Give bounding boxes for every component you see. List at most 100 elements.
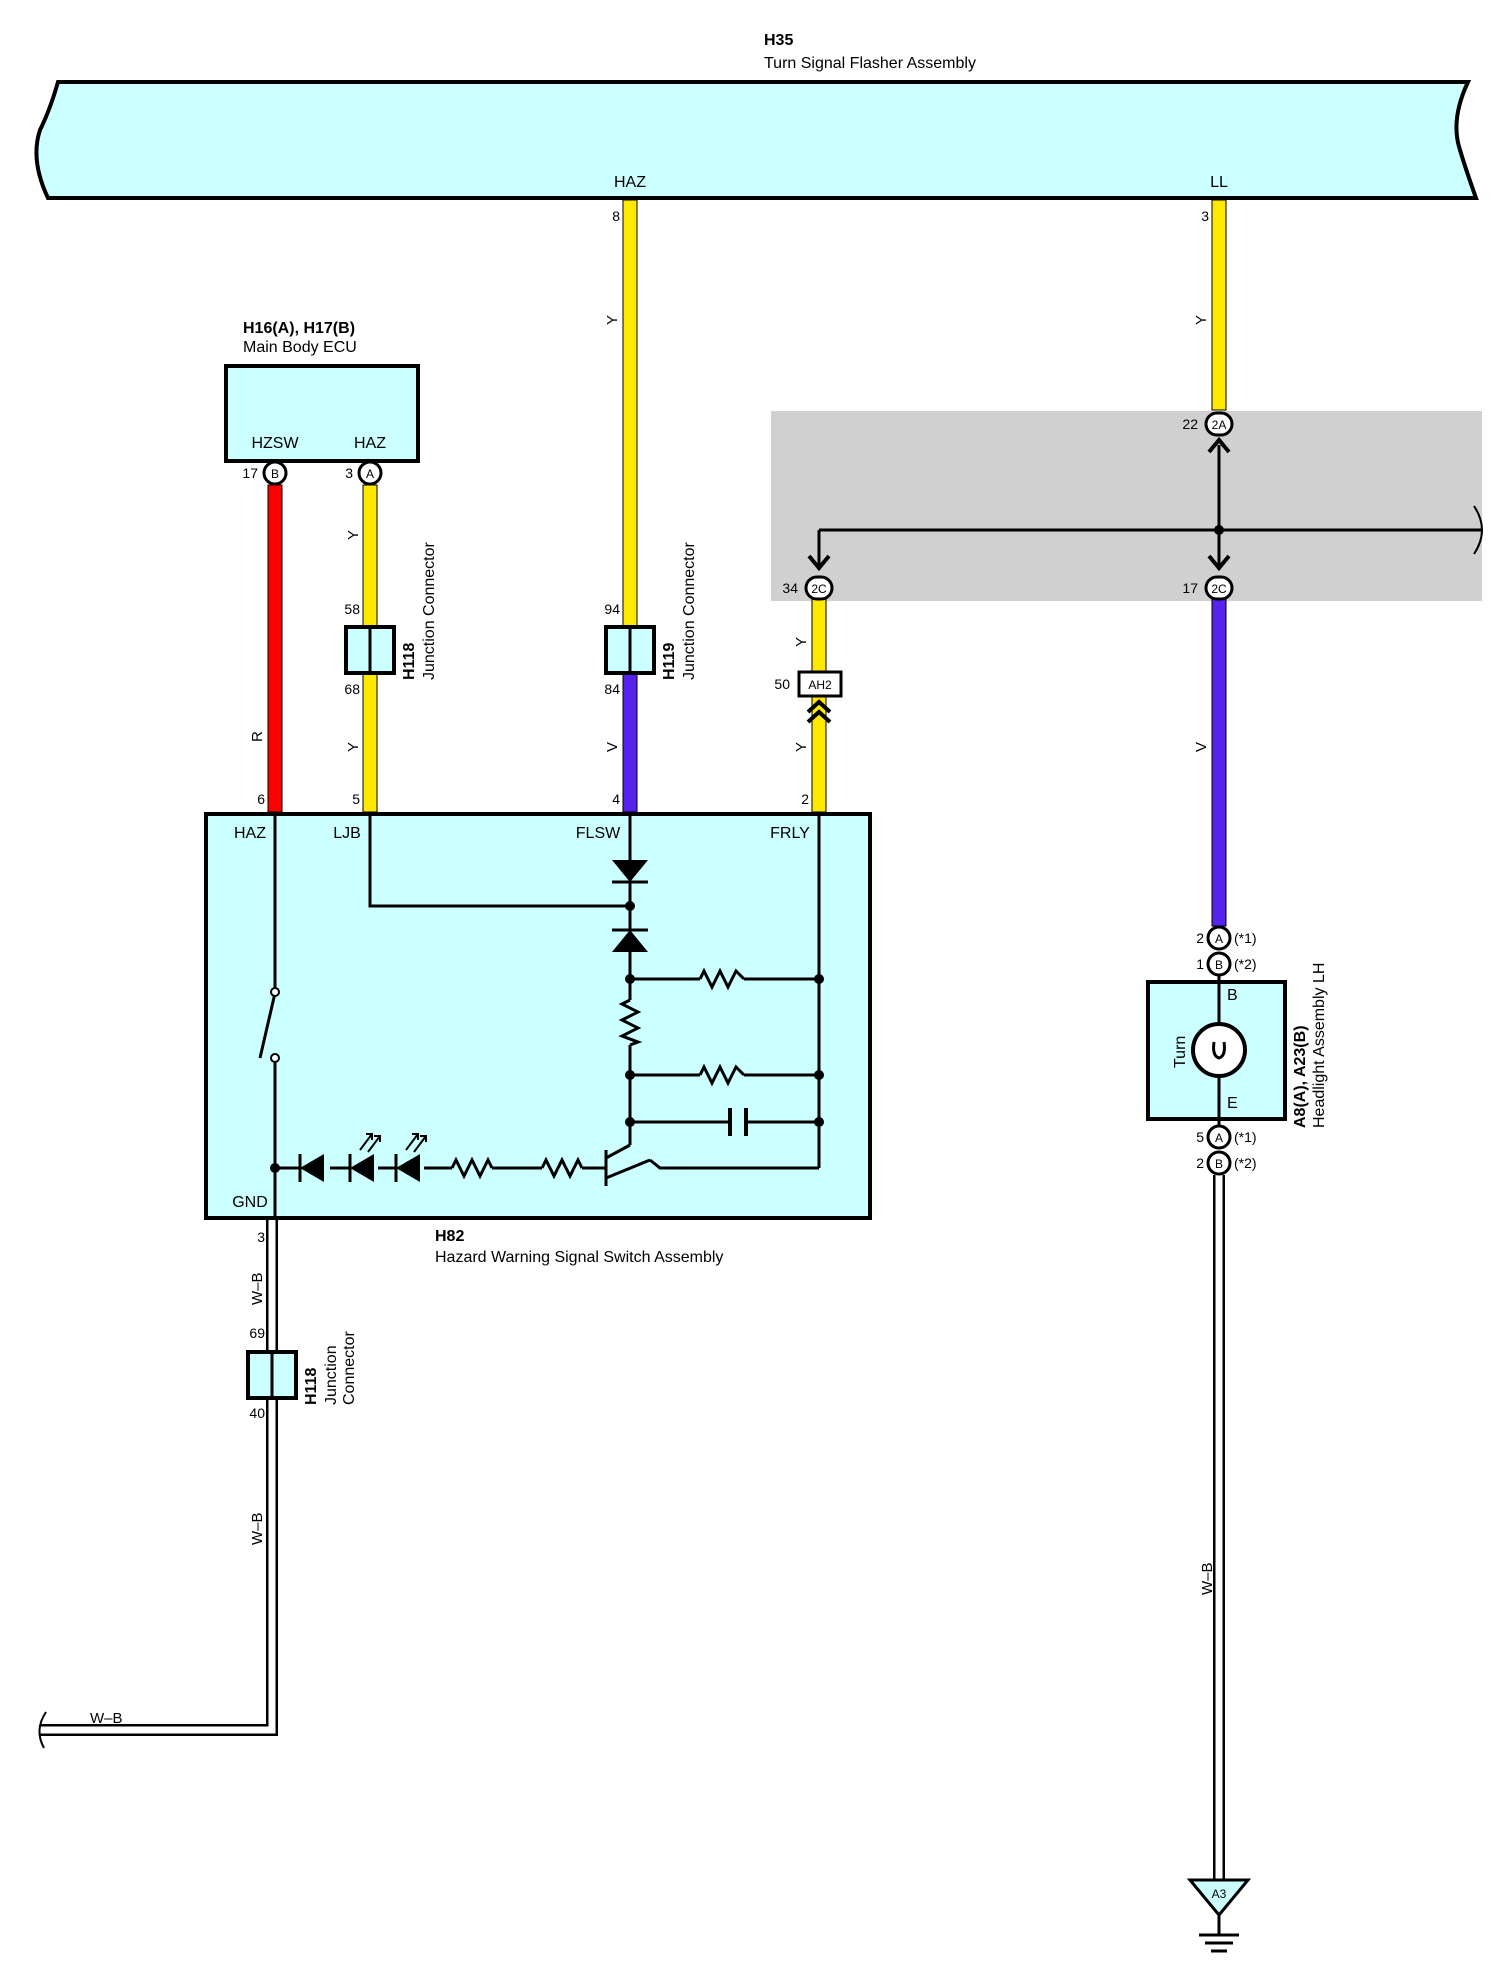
hl-top-note-2: (*2) <box>1234 956 1257 972</box>
ecu-term-hzsw: HZSW <box>251 435 299 452</box>
h119-pin-bottom: 84 <box>604 681 620 697</box>
ecu-conn-haz: A <box>366 467 374 481</box>
junction-connector-h119: 94 84 H119 Junction Connector <box>604 541 698 697</box>
conn-2a-label: 2A <box>1212 418 1227 432</box>
hl-id: A8(A), A23(B) <box>1292 1025 1309 1128</box>
switch-name: Hazard Warning Signal Switch Assembly <box>435 1249 723 1266</box>
hl-top-conn-2: B <box>1215 958 1223 972</box>
flasher-term-haz: HAZ <box>614 174 646 191</box>
connector-ah2: AH2 50 <box>774 670 843 724</box>
wire-label-y-2: Y <box>345 742 362 752</box>
wire-label-y-1: Y <box>345 530 362 540</box>
h119-name: Junction Connector <box>681 541 698 680</box>
hl-bot-conn-1: A <box>1215 1131 1223 1145</box>
hl-bot-conn-2: B <box>1215 1157 1223 1171</box>
hazard-switch-assembly: 6 5 4 2 HAZ LJB FLSW FRLY GND 3 H82 Haza… <box>204 791 872 1266</box>
h118-bottom-pin-top: 69 <box>249 1325 265 1341</box>
headlight-assembly: A 2 (*1) B 1 (*2) Turn B E A8(A), A23(B)… <box>1146 925 1328 1176</box>
h119-pin-top: 94 <box>604 601 620 617</box>
switch-pin-flsw: 4 <box>612 791 620 807</box>
flasher-name: Turn Signal Flasher Assembly <box>764 55 976 72</box>
ecu-name: Main Body ECU <box>243 339 357 356</box>
hl-term-b: B <box>1227 987 1238 1004</box>
ecu-conn-hzsw: B <box>271 467 279 481</box>
flasher-pin-ll: 3 <box>1201 208 1209 224</box>
wire-violet-flsw <box>622 671 638 813</box>
hl-bulb-label: Turn <box>1172 1036 1189 1068</box>
ah2-pin: 50 <box>774 676 790 692</box>
wire-violet-ll <box>1211 595 1227 927</box>
wire-label-y-6: Y <box>1193 315 1210 325</box>
hl-top-pin-1: 2 <box>1196 930 1204 946</box>
flasher-pin-haz: 8 <box>612 208 620 224</box>
wire-yellow-flasher-haz <box>622 199 638 683</box>
h118-bottom-name-1: Junction <box>323 1345 340 1405</box>
ecu-term-haz: HAZ <box>354 435 386 452</box>
switch-term-frly: FRLY <box>770 825 810 842</box>
h118-bottom-name-2: Connector <box>341 1331 358 1405</box>
conn-2c-left-label: 2C <box>811 582 827 596</box>
hl-term-e: E <box>1227 1095 1238 1112</box>
hl-top-note-1: (*1) <box>1234 930 1257 946</box>
wire-label-wb-2: W–B <box>249 1512 266 1545</box>
h118-bottom-pin-bottom: 40 <box>249 1405 265 1421</box>
junction-block-area <box>771 411 1482 601</box>
flasher-term-ll: LL <box>1210 174 1228 191</box>
wire-label-v-1: V <box>604 742 621 752</box>
junction-connector-h118-top: 58 68 H118 Junction Connector <box>344 541 438 697</box>
flasher-assembly: H35 Turn Signal Flasher Assembly HAZ LL … <box>34 32 1479 224</box>
wire-label-y-5: Y <box>793 742 810 752</box>
ecu-pin-hzsw: 17 <box>242 465 258 481</box>
h118-top-pin-top: 58 <box>344 601 360 617</box>
switch-pin-frly: 2 <box>801 791 809 807</box>
h118-bottom-id: H118 <box>303 1368 320 1405</box>
switch-term-flsw: FLSW <box>576 825 621 842</box>
conn-2c-right-label: 2C <box>1211 582 1227 596</box>
switch-term-haz: HAZ <box>234 825 266 842</box>
wire-label-wb-3: W–B <box>90 1710 123 1727</box>
connector-2a: 2A 22 <box>1182 411 1234 437</box>
ah2-label: AH2 <box>808 678 832 692</box>
junction-connector-h118-bottom: 69 40 H118 Junction Connector <box>246 1325 358 1421</box>
connector-2c-left: 2C 34 <box>782 575 834 601</box>
connector-2c-right: 2C 17 <box>1182 575 1234 601</box>
switch-id: H82 <box>435 1228 464 1245</box>
wire-wb-gnd <box>38 1212 278 1749</box>
ecu-pin-haz: 3 <box>345 465 353 481</box>
conn-2a-pin: 22 <box>1182 416 1198 432</box>
hl-bot-note-2: (*2) <box>1234 1155 1257 1171</box>
hl-bot-note-1: (*1) <box>1234 1129 1257 1145</box>
wire-label-y-3: Y <box>604 315 621 325</box>
wire-label-v-2: V <box>1193 742 1210 752</box>
wire-yellow-ll <box>1211 199 1227 411</box>
switch-pin-haz: 6 <box>257 791 265 807</box>
wire-red-hzsw <box>267 484 283 813</box>
wire-label-wb-4: W–B <box>1199 1562 1216 1595</box>
hl-top-pin-2: 1 <box>1196 956 1204 972</box>
conn-2c-left-pin: 34 <box>782 580 798 596</box>
wire-label-r: R <box>249 731 266 742</box>
h118-top-name: Junction Connector <box>421 541 438 680</box>
hl-bot-pin-2: 2 <box>1196 1155 1204 1171</box>
main-body-ecu: H16(A), H17(B) Main Body ECU HZSW HAZ B … <box>224 320 420 486</box>
h119-id: H119 <box>661 643 678 680</box>
hl-name: Headlight Assembly LH <box>1311 963 1328 1128</box>
ground-label: A3 <box>1212 1887 1227 1901</box>
switch-pin-gnd: 3 <box>257 1229 265 1245</box>
ground-a3: A3 <box>1186 1878 1252 1953</box>
wire-label-y-4: Y <box>793 637 810 647</box>
ecu-id: H16(A), H17(B) <box>243 320 355 337</box>
h118-top-pin-bottom: 68 <box>344 681 360 697</box>
junction-block-wiring <box>807 436 1483 572</box>
wire-label-wb-1: W–B <box>249 1272 266 1305</box>
hl-top-conn-1: A <box>1215 932 1223 946</box>
switch-pin-ljb: 5 <box>352 791 360 807</box>
flasher-id: H35 <box>764 32 793 49</box>
switch-term-gnd: GND <box>232 1194 268 1211</box>
hl-bot-pin-1: 5 <box>1196 1129 1204 1145</box>
conn-2c-right-pin: 17 <box>1182 580 1198 596</box>
h118-top-id: H118 <box>401 643 418 680</box>
switch-term-ljb: LJB <box>333 825 361 842</box>
